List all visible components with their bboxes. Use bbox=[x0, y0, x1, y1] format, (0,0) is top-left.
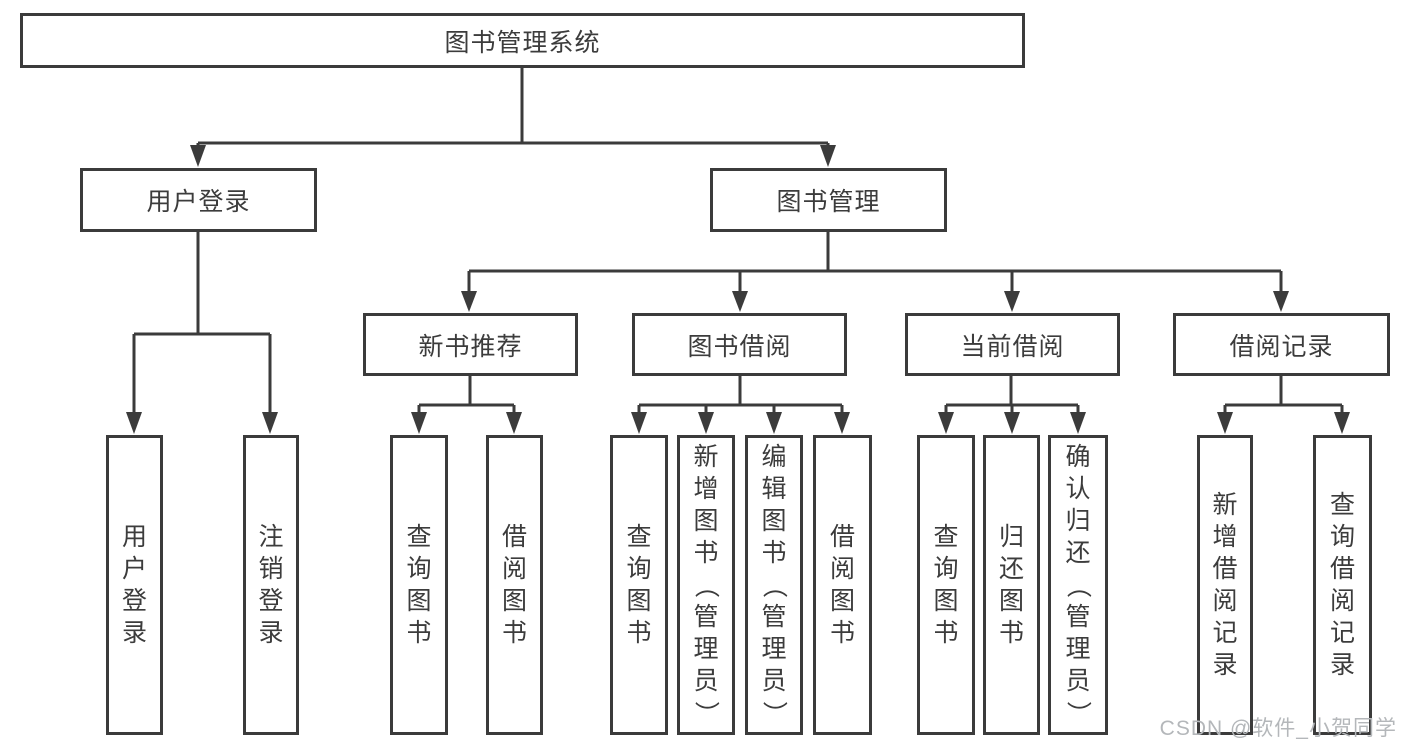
node-leaf-query-books-3: 查询图书 bbox=[917, 435, 975, 735]
node-root-library-system: 图书管理系统 bbox=[20, 13, 1025, 68]
node-leaf-return-books: 归还图书 bbox=[983, 435, 1040, 735]
node-leaf-query-books-2: 查询图书 bbox=[610, 435, 668, 735]
node-leaf-borrow-books-1: 借阅图书 bbox=[486, 435, 543, 735]
node-current-borrow: 当前借阅 bbox=[905, 313, 1120, 376]
node-leaf-confirm-return-admin: 确认归还（管理员） bbox=[1048, 435, 1108, 735]
node-leaf-add-books-admin: 新增图书（管理员） bbox=[677, 435, 735, 735]
node-leaf-edit-books-admin: 编辑图书（管理员） bbox=[745, 435, 803, 735]
node-leaf-query-books-1: 查询图书 bbox=[390, 435, 448, 735]
node-book-management: 图书管理 bbox=[710, 168, 947, 232]
node-leaf-query-borrow-record: 查询借阅记录 bbox=[1313, 435, 1372, 735]
node-leaf-borrow-books-2: 借阅图书 bbox=[813, 435, 872, 735]
node-leaf-logout: 注销登录 bbox=[243, 435, 299, 735]
node-new-book-recommend: 新书推荐 bbox=[363, 313, 578, 376]
node-leaf-user-login: 用户登录 bbox=[106, 435, 163, 735]
node-book-borrow: 图书借阅 bbox=[632, 313, 847, 376]
node-borrow-record: 借阅记录 bbox=[1173, 313, 1390, 376]
csdn-watermark: CSDN @软件_小贺同学 bbox=[1159, 717, 1397, 740]
node-user-login: 用户登录 bbox=[80, 168, 317, 232]
node-leaf-add-borrow-record: 新增借阅记录 bbox=[1197, 435, 1253, 735]
